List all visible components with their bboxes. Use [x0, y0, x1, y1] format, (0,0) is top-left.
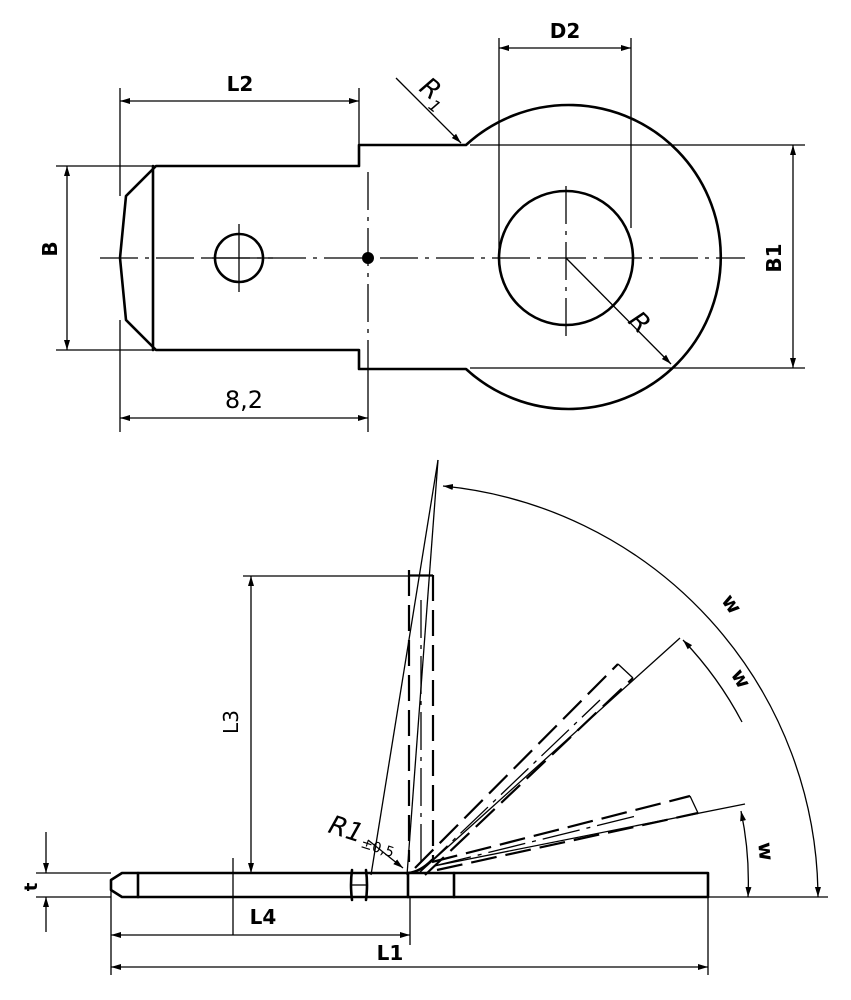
label-t: t	[21, 882, 42, 891]
label-b1: B1	[762, 243, 786, 272]
angle-arc-large	[442, 483, 821, 898]
dimple	[349, 868, 369, 902]
r1-tolerance-label: R1 ±0,5	[325, 810, 396, 862]
label-w-medium: w	[726, 664, 756, 692]
bend-position-15deg	[431, 794, 691, 864]
label-r1-tolerance: ±0,5	[359, 836, 396, 862]
label-l1: L1	[377, 941, 404, 965]
blade-outline	[109, 871, 710, 899]
label-w-small: w	[753, 841, 779, 862]
angle-arc-medium	[682, 639, 743, 723]
label-r: R	[622, 306, 656, 340]
side-view: w w w L3 R1 ±0,5 t L4 L1	[21, 459, 828, 975]
top-view: L2 D2 R 1 B B1 R 8,2	[38, 19, 805, 432]
label-l3: L3	[219, 710, 243, 734]
angle-arc-small	[740, 810, 752, 898]
label-l2: L2	[227, 72, 254, 96]
label-l4: L4	[250, 905, 277, 929]
shoulder-point	[362, 252, 374, 264]
label-d2: D2	[550, 19, 581, 43]
label-b: B	[38, 241, 62, 256]
extreme-angle-line	[370, 459, 439, 876]
tab-outline	[118, 103, 722, 411]
label-w-large: w	[717, 590, 747, 619]
label-8-2: 8,2	[225, 386, 263, 414]
